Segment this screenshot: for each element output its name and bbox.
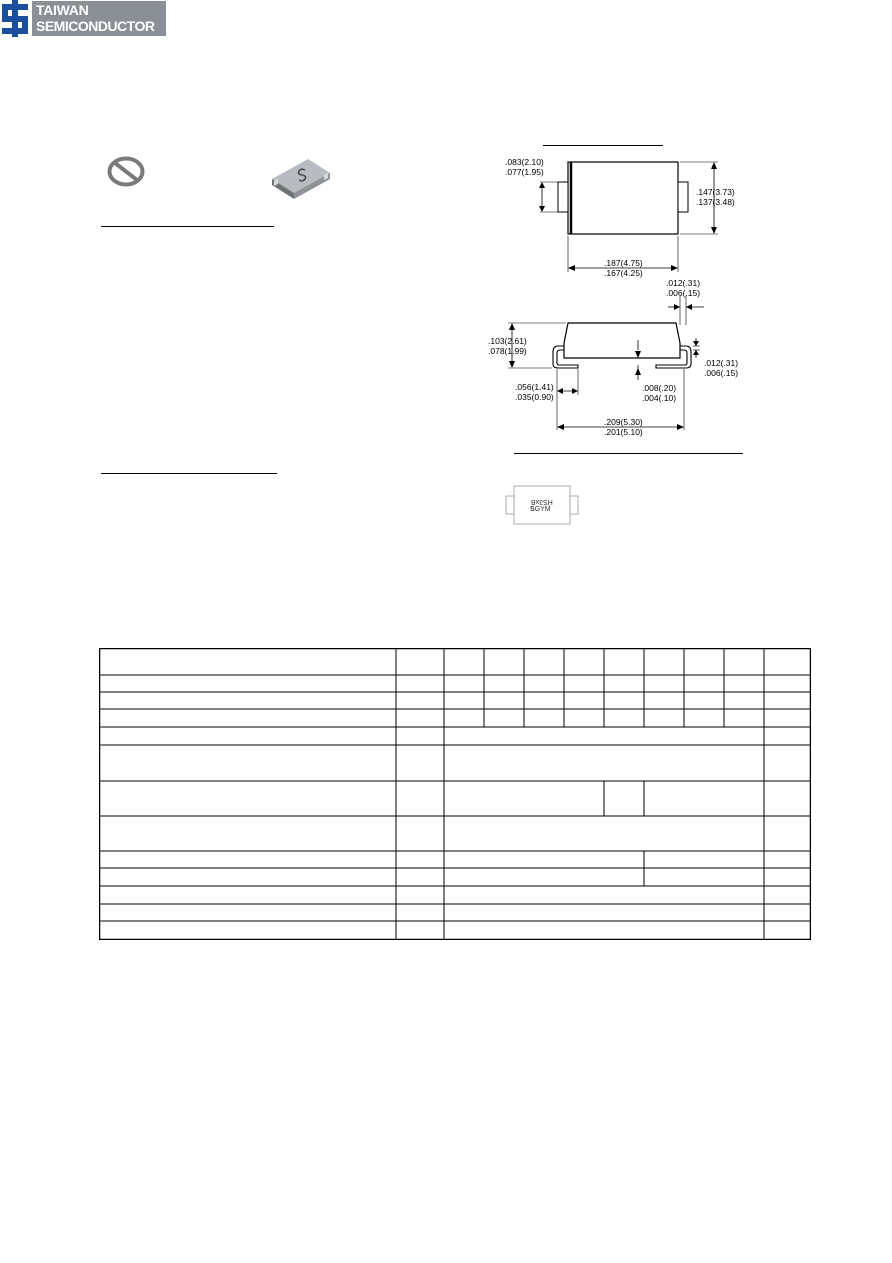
dim-lead-thickness: .012(.31).006(.15) — [666, 278, 701, 298]
logo-line-1: TAIWAN — [36, 2, 89, 18]
section-heading-rule — [101, 473, 277, 474]
section-heading-rule — [101, 226, 274, 227]
dim-package-height: .103(2.61).078(1.99) — [488, 336, 527, 356]
dim-lead-height: .012(.31).006(.15) — [704, 358, 739, 378]
dim-standoff: .008(.20).004(.10) — [642, 383, 677, 403]
dim-body-length: .187(4.75).167(4.25) — [604, 258, 643, 278]
prohibited-circle-icon — [107, 156, 145, 187]
logo-mark-icon — [2, 0, 28, 37]
section-heading-rule — [514, 453, 743, 454]
marking-date-code: SGYM — [530, 506, 551, 513]
marking-diagram — [505, 485, 579, 525]
logo-wordmark: TAIWAN SEMICONDUCTOR — [32, 1, 166, 36]
package-side-view-drawing — [508, 296, 704, 430]
smd-package-icon — [272, 159, 330, 199]
package-top-view-drawing — [539, 161, 718, 272]
section-heading-rule — [543, 145, 663, 146]
ratings-table — [99, 648, 811, 940]
company-logo: TAIWAN SEMICONDUCTOR — [0, 0, 166, 37]
marking-code: HS3xB — [531, 498, 553, 505]
dim-overall-length: .209(5.30).201(5.10) — [604, 417, 643, 437]
dim-foot-length: .056(1.41).035(0.90) — [515, 382, 554, 402]
s-logo-icon: S — [530, 506, 535, 513]
dim-body-width: .147(3.73).137(3.48) — [696, 187, 735, 207]
logo-line-2: SEMICONDUCTOR — [36, 18, 155, 34]
dim-lead-width: .083(2.10).077(1.95) — [505, 157, 544, 177]
